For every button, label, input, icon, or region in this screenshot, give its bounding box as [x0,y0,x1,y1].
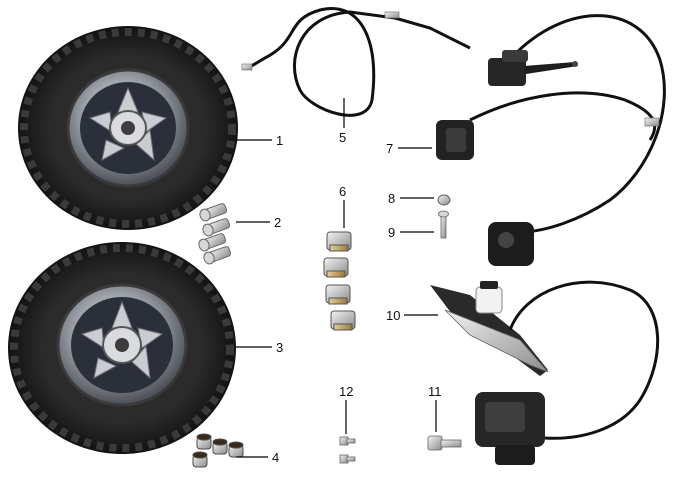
rear-master-cylinder [430,280,660,465]
callout-3: 3 [276,340,283,355]
lug-nuts [192,433,244,468]
callout-5: 5 [339,130,346,145]
callout-11: 11 [428,384,442,399]
front-brake-assembly [436,14,666,266]
callout-1: 1 [276,133,283,148]
wheel-front [18,26,238,230]
callout-6: 6 [339,184,346,199]
callout-7: 7 [386,141,393,156]
callout-12: 12 [339,384,353,399]
callout-9: 9 [388,225,395,240]
callout-8: 8 [388,191,395,206]
rear-caliper-bolt [427,435,462,451]
pin [438,210,449,239]
callout-10: 10 [386,308,400,323]
callout-2: 2 [274,215,281,230]
caliper-pads [323,231,356,331]
callout-4: 4 [272,450,279,465]
wheel-bolts [198,203,232,265]
brake-cable [241,7,471,117]
small-bolts [339,436,356,464]
callout-labels: 1 2 3 4 5 6 7 8 9 10 11 12 [272,130,442,465]
wheel-rear [8,242,236,454]
leader-lines [236,98,438,458]
nut [437,194,451,206]
